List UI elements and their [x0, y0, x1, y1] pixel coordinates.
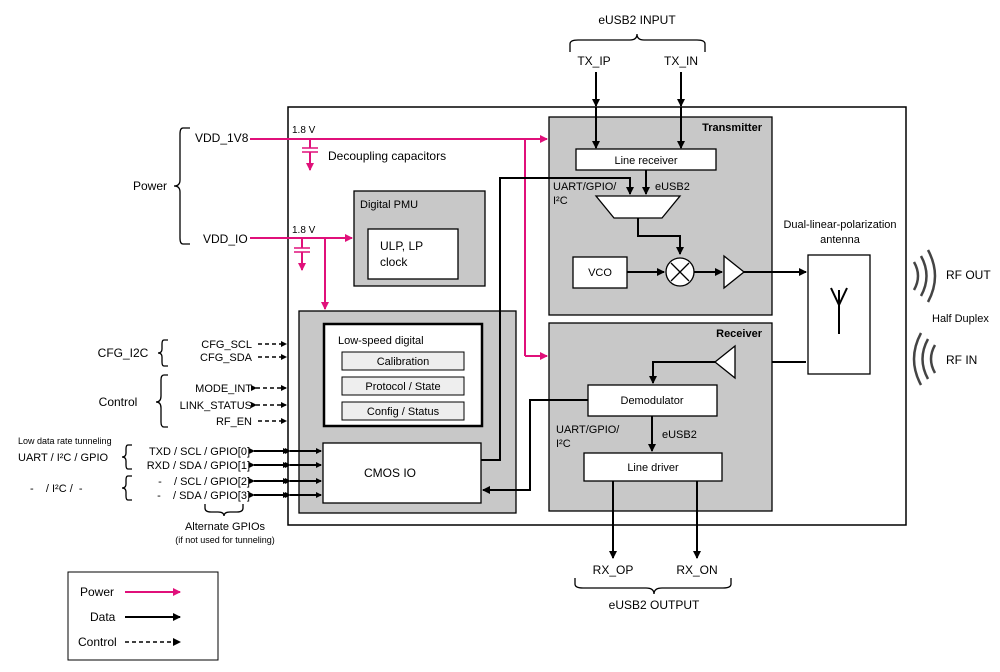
gpio-lines [249, 448, 322, 498]
antenna-label-2: antenna [820, 234, 861, 246]
alternate-note-1: Alternate GPIOs [185, 521, 266, 533]
rx-eusb2-label: eUSB2 [662, 429, 697, 441]
rf-out-waves-icon [912, 249, 937, 303]
tx-amplifier [723, 254, 746, 290]
rf-out-label: RF OUT [946, 268, 991, 282]
cfg-sda-label: CFG_SDA [200, 352, 253, 364]
demodulator-to-cmos [482, 399, 588, 494]
rx-on-label: RX_ON [676, 563, 717, 577]
tx-eusb2-label: eUSB2 [655, 181, 690, 193]
legend-data-label: Data [90, 610, 116, 624]
receiver-title: Receiver [716, 328, 763, 340]
eusb2-input-brace [569, 33, 706, 52]
line-driver-box [583, 452, 723, 482]
cmos-io-box [322, 442, 482, 504]
cfg-i2c-group-label: CFG_I2C [98, 346, 149, 360]
rx-op-label: RX_OP [593, 563, 634, 577]
calibration-box [341, 351, 465, 371]
eusb2-input-label: eUSB2 INPUT [598, 13, 676, 27]
ulp-clock-line2: clock [380, 255, 408, 269]
power-group-label: Power [133, 179, 167, 193]
power-brace [173, 127, 190, 245]
lna-to-demodulator [649, 361, 715, 384]
eusb2-output-brace [574, 578, 732, 595]
vco-box [572, 256, 628, 289]
rx-amplifier [713, 344, 736, 380]
cmos-io-label: CMOS IO [364, 466, 416, 480]
volt-label-1: 1.8 V [292, 125, 316, 136]
tx-mux [594, 195, 682, 219]
rx-uart-label-2: I²C [556, 438, 571, 450]
tx-ip-label: TX_IP [577, 54, 610, 68]
cfg-brace [157, 339, 168, 367]
rf-in-waves-icon [912, 332, 937, 386]
rf-in-label: RF IN [946, 353, 977, 367]
config-status-label: Config / Status [367, 406, 440, 418]
protocol-state-label: Protocol / State [365, 381, 440, 393]
line-driver-label: Line driver [627, 462, 679, 474]
tunneling-group-label-2: UART / I²C / GPIO [18, 452, 108, 464]
legend-power-label: Power [80, 585, 114, 599]
decoupling-label: Decoupling capacitors [328, 149, 446, 163]
alternate-gpio-brace [204, 504, 244, 517]
decoupling-cap-2-icon [294, 238, 310, 271]
link-status-label: LINK_STATUS [180, 400, 252, 412]
protocol-state-box [341, 376, 465, 396]
mode-int-label: MODE_INT [195, 383, 252, 395]
vco-label: VCO [588, 267, 612, 279]
gpio3-pin-label: - / SDA / GPIO[3] [157, 490, 250, 502]
calibration-label: Calibration [377, 356, 430, 368]
tx-uart-label-2: I²C [553, 195, 568, 207]
vdd-1v8-label: VDD_1V8 [195, 131, 249, 145]
alternate-brace [121, 475, 132, 501]
receiver-block [548, 322, 773, 512]
alternate-group-label: - / I²C / - [30, 483, 83, 495]
gpio2-pin-label: - / SCL / GPIO[2] [158, 476, 250, 488]
control-group-label: Control [99, 395, 138, 409]
transmitter-title: Transmitter [702, 122, 763, 134]
tx-in-label: TX_IN [664, 54, 698, 68]
ulp-clock-line1: ULP, LP [380, 239, 423, 253]
mixer-cross-icon [670, 262, 690, 282]
antenna-label-1: Dual-linear-polarization [783, 219, 896, 231]
mux-to-mixer [637, 218, 684, 255]
low-speed-digital-title: Low-speed digital [338, 335, 424, 347]
ulp-clock-box [367, 228, 459, 280]
rxd-pin-label: RXD / SDA / GPIO[1] [147, 460, 250, 472]
tunneling-group-label-1: Low data rate tunneling [18, 436, 112, 446]
antenna-icon [830, 287, 848, 334]
half-duplex-label: Half Duplex [932, 313, 989, 325]
rf-en-label: RF_EN [216, 416, 252, 428]
cfg-scl-label: CFG_SCL [201, 339, 252, 351]
control-brace [155, 374, 168, 428]
cmos-to-tx-mux [481, 177, 634, 461]
vdd-io-label: VDD_IO [203, 232, 248, 246]
decoupling-cap-1-icon [302, 139, 318, 171]
demodulator-box [587, 384, 718, 417]
config-status-box [341, 401, 465, 421]
txd-pin-label: TXD / SCL / GPIO[0] [149, 446, 250, 458]
legend-control-label: Control [78, 635, 117, 649]
line-receiver-label: Line receiver [615, 155, 678, 167]
tunneling-brace [121, 444, 132, 470]
demodulator-label: Demodulator [621, 395, 684, 407]
tx-uart-label-1: UART/GPIO/ [553, 181, 617, 193]
eusb2-output-label: eUSB2 OUTPUT [609, 598, 700, 612]
alternate-note-2: (if not used for tunneling) [175, 535, 275, 545]
digital-pmu-title: Digital PMU [360, 199, 418, 211]
rx-uart-label-1: UART/GPIO/ [556, 424, 620, 436]
volt-label-2: 1.8 V [292, 225, 316, 236]
